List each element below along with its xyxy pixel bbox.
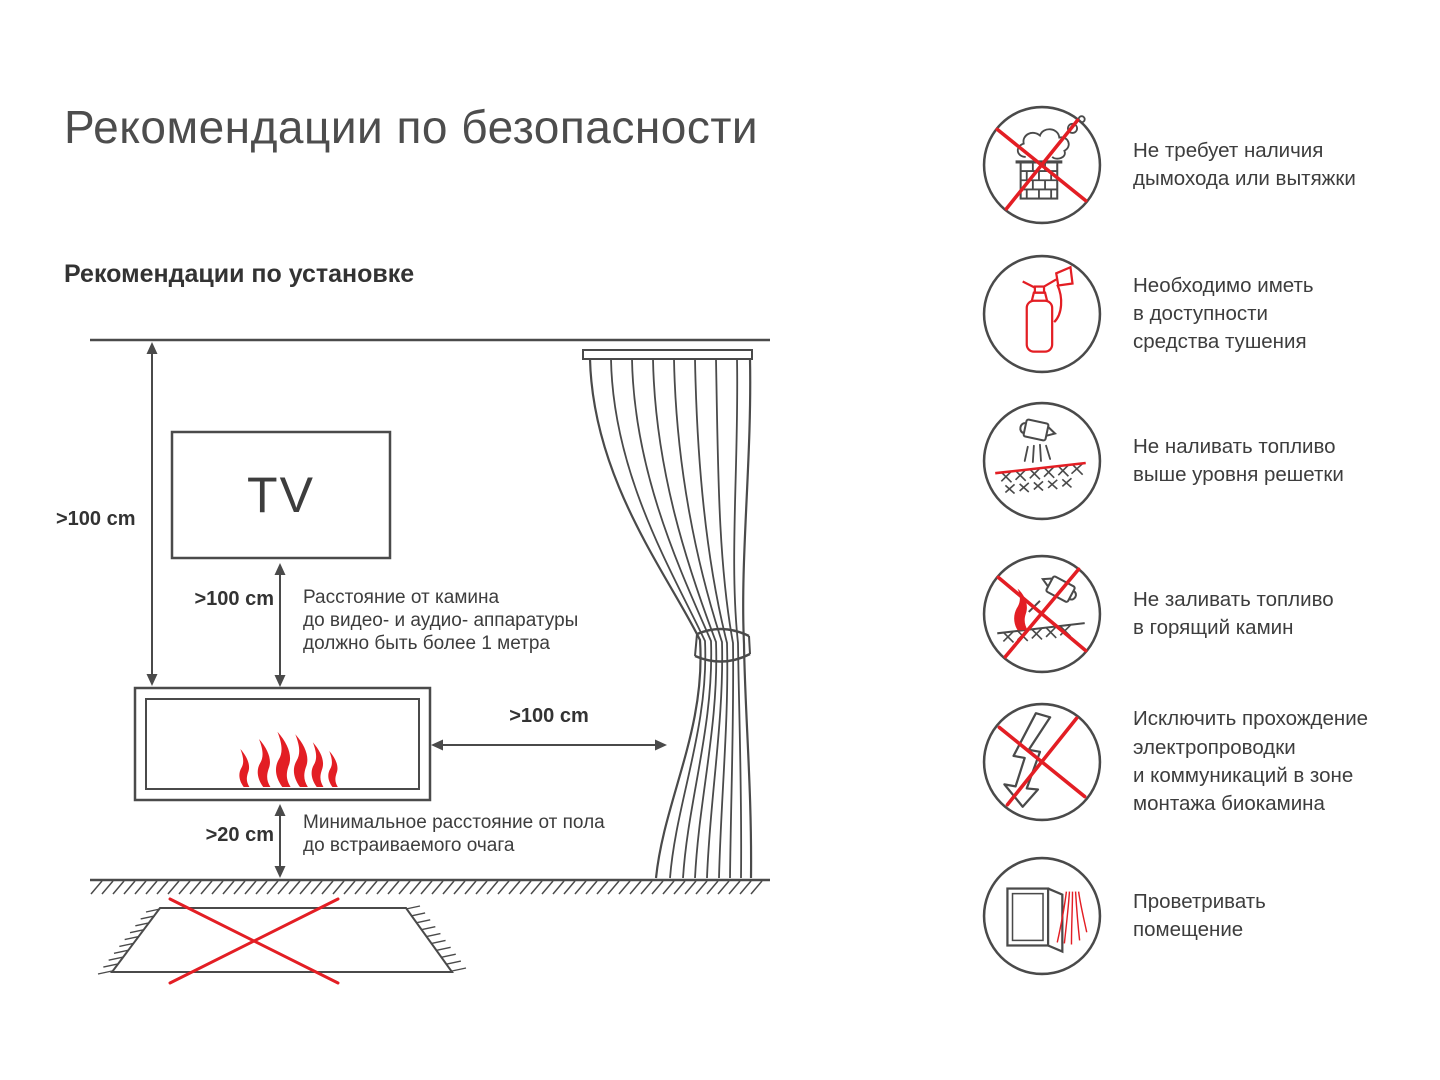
dim-arrow-tv-to-fireplace [274,563,286,687]
safety-item: Необходимо иметь в доступности средства … [981,253,1440,375]
dim-label-curtain: >100 cm [509,705,589,727]
open-window [1006,887,1064,954]
safety-item-text: Не наливать топливо выше уровня решетки [1133,434,1344,486]
carpet-fringe-right [405,905,467,972]
tv-label: TV [247,467,315,523]
safety-item-text: Не требует наличия дымохода или вытяжки [1133,138,1356,190]
safety-item-text: Проветривать помещение [1133,889,1266,941]
blowing-curtain [1056,891,1088,945]
safety-item: Исключить прохождение электропроводки и … [981,701,1440,823]
safety-item: Не наливать топливо выше уровня решетки [981,400,1440,522]
prohibition-cross-icon [995,118,1088,211]
extinguisher-drawing [1022,265,1074,353]
safety-item-text: Исключить прохождение электропроводки и … [1133,707,1369,816]
no-carpet-cross-icon [168,897,340,985]
dim-arrow-fireplace-to-curtain [431,739,667,751]
chimney-smoke [1016,115,1086,160]
dim-label-ceiling: >100 cm [56,508,136,530]
curtain-tieback [694,627,751,663]
curtain-drawing [582,349,753,879]
dim-label-tv: >100 cm [194,588,274,610]
ventilate-room-icon [982,856,1102,976]
grate-mesh [1000,462,1084,495]
flames-icon [239,731,338,787]
safety-item: Не требует наличия дымохода или вытяжки [981,104,1440,226]
section-subtitle: Рекомендации по установке [64,260,415,288]
carpet-drawing [97,905,467,975]
tv-box [170,430,392,560]
dim-arrow-floor-to-fireplace [274,804,286,878]
note-floor-distance: Минимальное расстояние от пола до встраи… [303,812,605,857]
note-tv-distance: Расстояние от камина до видео- и аудио- … [303,587,579,655]
page-title: Рекомендации по безопасности [64,101,759,153]
fire-extinguisher-icon [982,254,1102,374]
no-refuel-burning-fireplace-icon [982,554,1102,674]
safety-item-text: Не заливать топливо в горящий камин [1133,587,1334,639]
dim-arrow-ceiling-to-fireplace [146,342,158,686]
no-electric-wiring-icon [982,702,1102,822]
safety-item: Не заливать топливо в горящий камин [981,553,1440,675]
safety-item: Проветривать помещение [981,855,1440,977]
fuel-can [1019,418,1058,463]
lightning-arrow [1003,712,1052,808]
fuel-level-icon [982,401,1102,521]
no-chimney-icon [982,105,1102,225]
grate-level-line [995,461,1086,475]
safety-item-text: Необходимо иметь в доступности средства … [1133,273,1314,354]
prohibition-cross-icon [997,716,1087,807]
carpet-fringe-left [97,908,161,975]
floor-hatching [90,880,763,895]
dim-label-floor: >20 cm [205,824,274,846]
curtain-rod [582,349,753,360]
prohibition-cross-icon [996,567,1088,659]
